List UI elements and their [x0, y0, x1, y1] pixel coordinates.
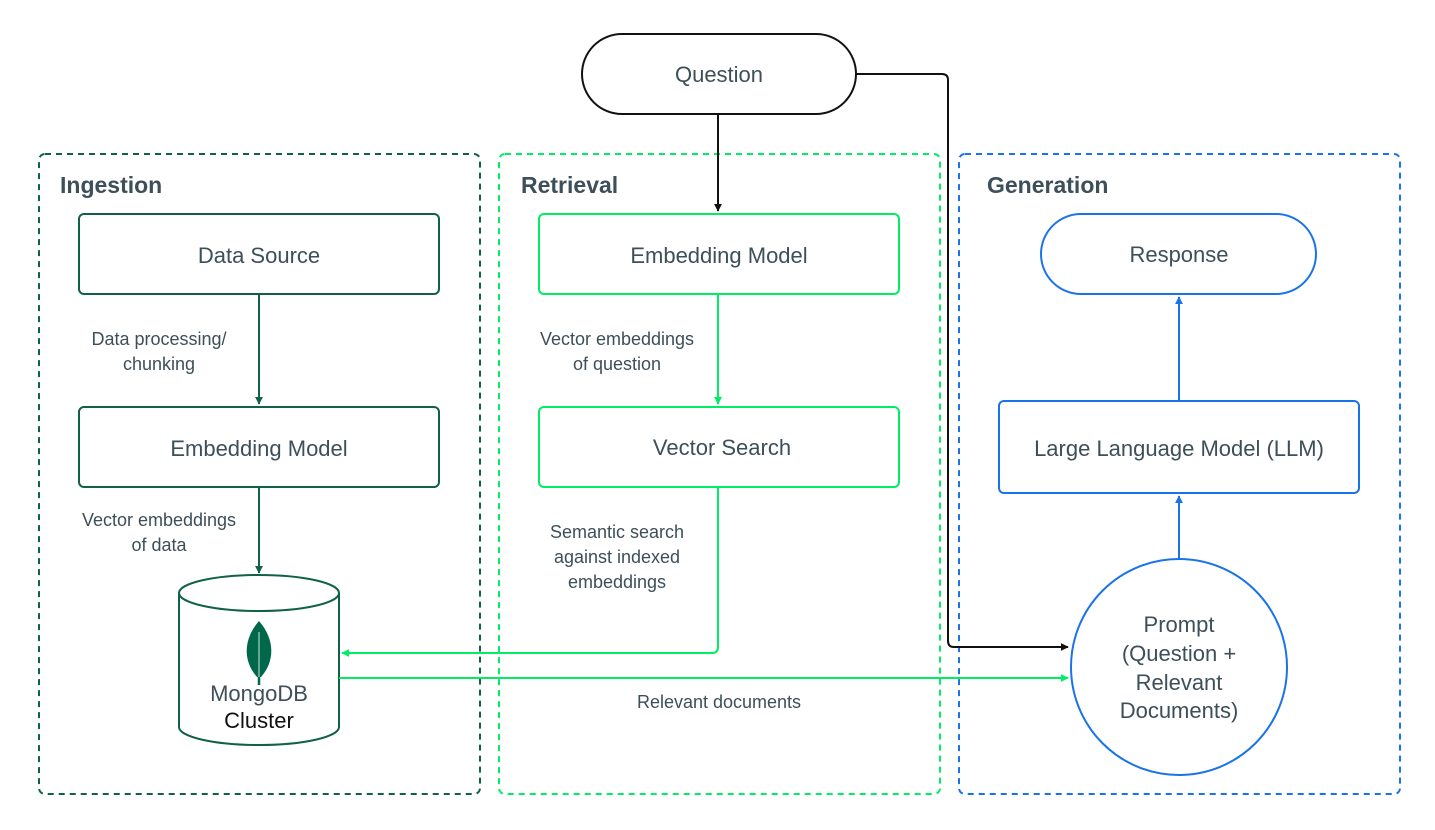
ingestion-section-border — [38, 153, 481, 795]
question-label: Question — [675, 62, 763, 87]
prompt-node: Prompt (Question + Relevant Documents) — [1070, 558, 1288, 776]
edges — [255, 73, 1183, 682]
ingestion-section-title: Ingestion — [60, 172, 162, 198]
edge-labels: Data processing/ chunking Vector embeddi… — [82, 329, 801, 712]
ingestion-embedding-model-label: Embedding Model — [170, 436, 347, 461]
relevant-documents-label: Relevant documents — [637, 692, 801, 712]
vector-embeddings-question-label-line1: Vector embeddings — [540, 329, 694, 349]
semantic-search-label-line2: against indexed — [554, 547, 680, 567]
vector-embeddings-data-label-line1: Vector embeddings — [82, 510, 236, 530]
retrieval-embedding-model-label: Embedding Model — [630, 243, 807, 268]
prompt-label-line4: Documents) — [1120, 698, 1239, 723]
generation-section: Generation — [958, 153, 1401, 795]
response-node: Response — [1040, 213, 1317, 295]
vector-search-label: Vector Search — [653, 435, 791, 460]
mongodb-cluster-node: MongoDB Cluster — [178, 574, 340, 746]
edge-question-to-prompt — [856, 73, 1069, 651]
data-source-node: Data Source — [78, 213, 440, 295]
retrieval-embedding-model-node: Embedding Model — [538, 213, 900, 295]
prompt-label-line1: Prompt — [1144, 612, 1215, 637]
llm-label: Large Language Model (LLM) — [1034, 436, 1324, 461]
prompt-label-line3: Relevant — [1136, 670, 1223, 695]
mongodb-leaf-icon — [246, 621, 272, 685]
question-node: Question — [581, 33, 857, 115]
data-processing-label-line1: Data processing/ — [91, 329, 226, 349]
edge-vector-search-to-mongodb — [341, 487, 719, 657]
retrieval-section: Retrieval — [498, 153, 941, 795]
vector-embeddings-data-label-line2: of data — [131, 535, 187, 555]
semantic-search-label-line1: Semantic search — [550, 522, 684, 542]
semantic-search-label-line3: embeddings — [568, 572, 666, 592]
retrieval-section-border — [498, 153, 941, 795]
data-source-label: Data Source — [198, 243, 320, 268]
data-processing-label-line2: chunking — [123, 354, 195, 374]
vector-embeddings-question-label-line2: of question — [573, 354, 661, 374]
llm-node: Large Language Model (LLM) — [998, 400, 1360, 494]
ingestion-section: Ingestion — [38, 153, 481, 795]
generation-section-title: Generation — [987, 172, 1108, 198]
mongodb-label: MongoDB — [210, 681, 308, 706]
generation-section-border — [958, 153, 1401, 795]
response-label: Response — [1129, 242, 1228, 267]
vector-search-node: Vector Search — [538, 406, 900, 488]
ingestion-embedding-model-node: Embedding Model — [78, 406, 440, 488]
prompt-label-line2: (Question + — [1122, 641, 1236, 666]
retrieval-section-title: Retrieval — [521, 172, 618, 198]
cluster-label: Cluster — [224, 708, 294, 733]
